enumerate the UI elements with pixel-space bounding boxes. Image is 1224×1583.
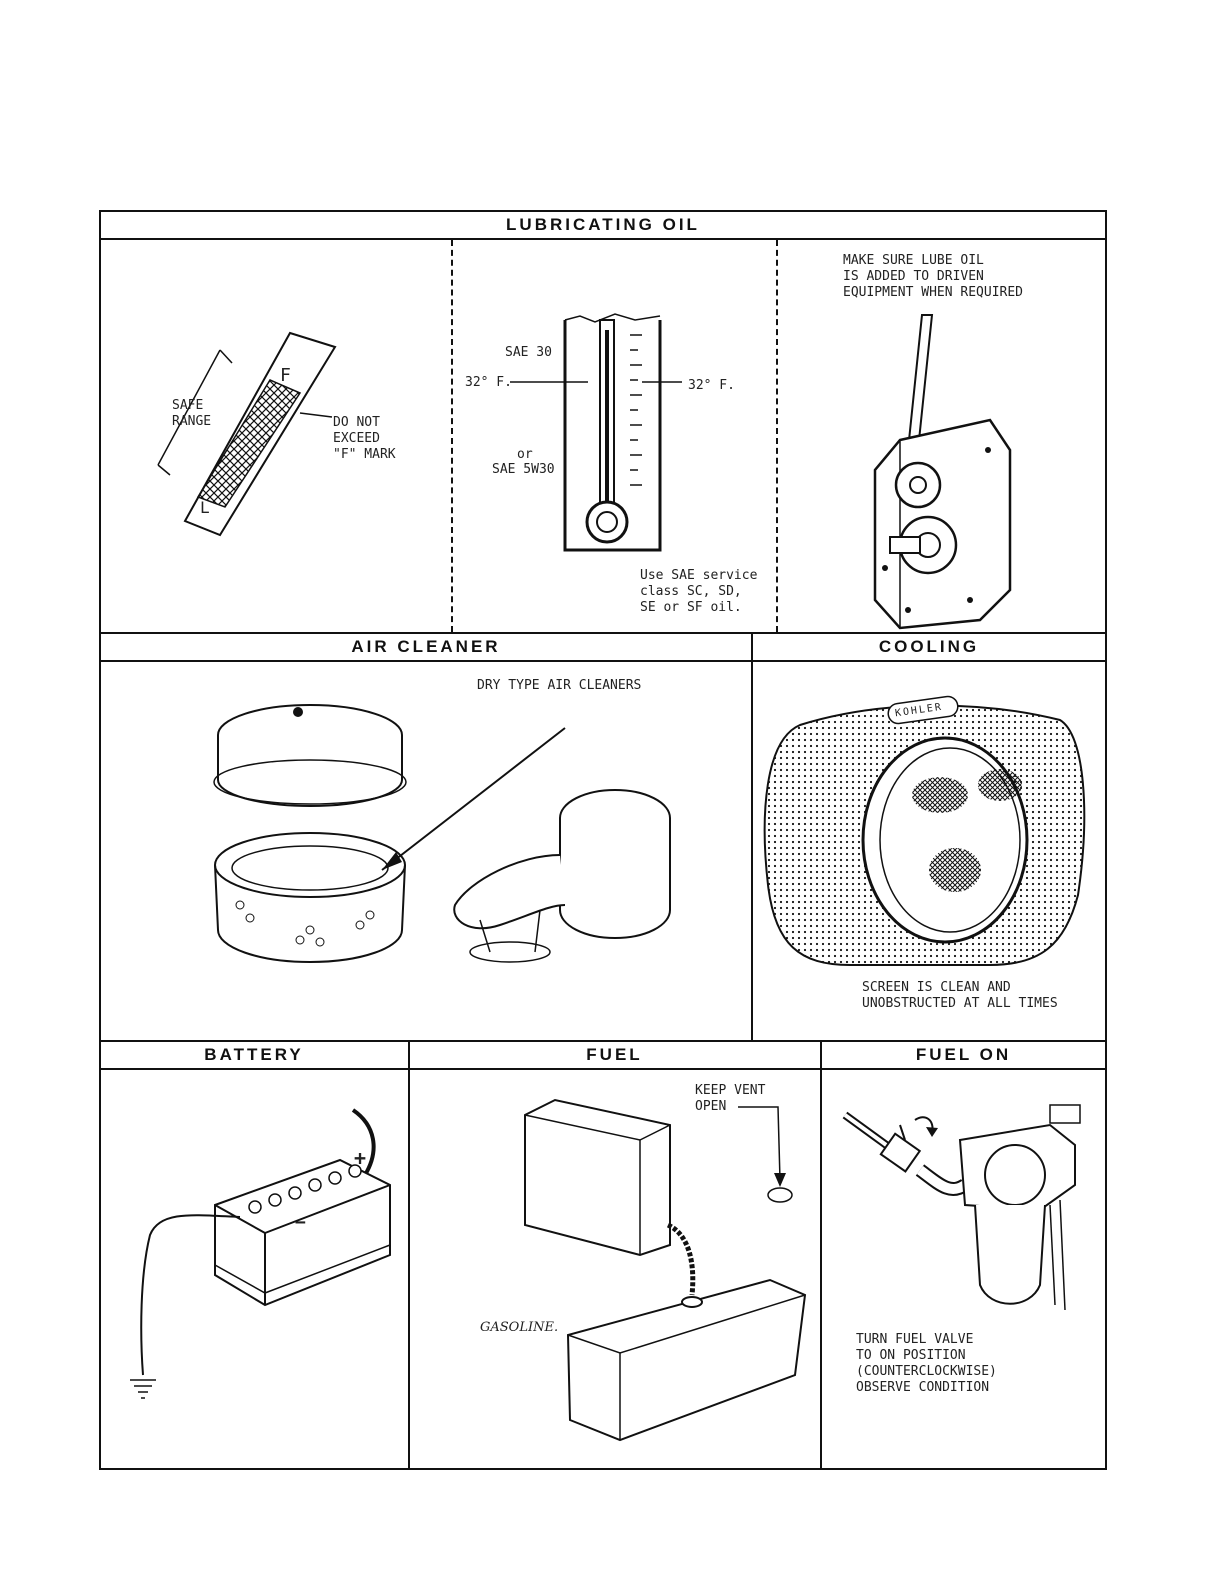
lube-divider-1 — [451, 240, 453, 632]
or-label: or — [517, 447, 533, 462]
thermometer-illustration — [510, 313, 682, 552]
temp-right-label: 32° F. — [688, 378, 735, 393]
temp-left-label: 32° F. — [465, 375, 512, 390]
driven-equipment-note: MAKE SURE LUBE OIL IS ADDED TO DRIVEN EQ… — [843, 253, 1024, 300]
battery-plus: + — [354, 1146, 367, 1170]
air-cleaner-caption: DRY TYPE AIR CLEANERS — [477, 678, 642, 693]
safe-range-label: SAFE RANGE — [172, 398, 212, 429]
gasoline-label: GASOLINE. — [480, 1320, 559, 1335]
cooling-note: SCREEN IS CLEAN AND UNOBSTRUCTED AT ALL … — [862, 980, 1058, 1011]
fuel-title: FUEL — [586, 1045, 643, 1064]
battery-fuel-divider — [408, 1040, 410, 1468]
battery-illustration — [130, 1108, 391, 1399]
lube-divider-2 — [776, 240, 778, 632]
maintenance-chart-frame — [99, 210, 1107, 1470]
battery-title: BATTERY — [204, 1045, 304, 1064]
cooling-title: COOLING — [878, 637, 980, 656]
row2-header-rule — [99, 660, 1107, 662]
sae5w30-label: SAE 5W30 — [492, 462, 555, 477]
dipstick-mark-f: F — [280, 365, 291, 386]
fuel-on-title: FUEL ON — [915, 1045, 1012, 1064]
fuel-valve-illustration — [842, 1104, 1081, 1311]
row3-header-rule — [99, 1068, 1107, 1070]
do-not-exceed-label: DO NOT EXCEED "F" MARK — [333, 415, 396, 462]
sae30-label: SAE 30 — [505, 345, 552, 360]
air-cleaner-title: AIR CLEANER — [351, 637, 501, 656]
lube-header-rule — [99, 238, 1107, 240]
lubricating-oil-title: LUBRICATING OIL — [506, 215, 700, 234]
battery-minus: − — [295, 1212, 306, 1233]
service-class-note: Use SAE service class SC, SD, SE or SF o… — [640, 568, 758, 615]
row3-top-rule — [99, 1040, 1107, 1042]
air-cleaner-illustration — [213, 704, 671, 963]
air-cooling-divider — [751, 632, 753, 1040]
dipstick-mark-l: L — [200, 498, 210, 517]
air-intake-screen-illustration — [763, 695, 1086, 966]
fuel-tanks-illustration — [524, 1098, 807, 1442]
fuel-on-note: TURN FUEL VALVE TO ON POSITION (COUNTERC… — [856, 1332, 997, 1395]
dipstick-illustration — [157, 331, 337, 537]
gearbox-illustration — [873, 314, 1012, 630]
row2-top-rule — [99, 632, 1107, 634]
fuel-fuelon-divider — [820, 1040, 822, 1468]
keep-vent-open-note: KEEP VENT OPEN — [695, 1083, 766, 1114]
